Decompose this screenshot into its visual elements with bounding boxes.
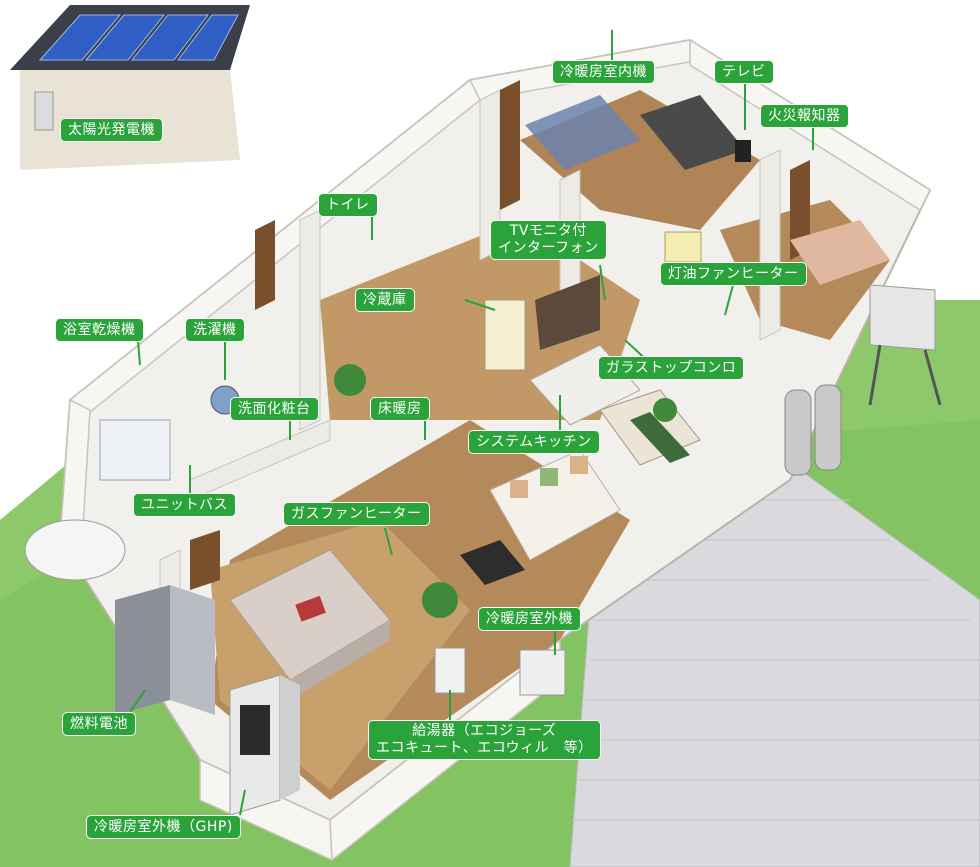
label-gas-heater: ガスファンヒーター: [283, 502, 430, 526]
label-ac-outdoor-ghp: 冷暖房室外機（GHP): [86, 815, 241, 839]
label-floor-heating: 床暖房: [370, 397, 430, 421]
label-tv-intercom-line2: インターフォン: [498, 240, 599, 256]
fuel-cell-unit: [115, 585, 215, 715]
kerosene-tank: [868, 284, 942, 406]
solar-roof-inset: [10, 5, 250, 170]
sofa: [489, 449, 621, 561]
label-washer: 洗濯機: [185, 318, 245, 342]
label-tv: テレビ: [714, 60, 774, 84]
bed: [229, 549, 391, 700]
rug: [525, 95, 640, 170]
water-heater-unit: [434, 647, 466, 694]
leader-lines: [129, 30, 814, 816]
gas-cylinders: [784, 384, 842, 476]
ac-outdoor-unit: [519, 649, 566, 696]
label-kerosene-heater: 灯油ファンヒーター: [660, 262, 807, 286]
label-tv-intercom-line1: TVモニタ付: [509, 223, 587, 239]
label-fire-alarm: 火災報知器: [760, 104, 849, 128]
bathtub: [99, 419, 171, 481]
coffee-table: [460, 540, 525, 585]
label-toilet: トイレ: [318, 193, 378, 217]
label-ac-outdoor: 冷暖房室外機: [478, 607, 581, 631]
label-bath-dryer: 浴室乾燥機: [55, 318, 144, 342]
label-water-heater-line1: 給湯器（エコジョーズ: [412, 723, 557, 739]
label-water-heater: 給湯器（エコジョーズ エコキュート、エコウィル 等）: [368, 720, 601, 760]
oil-tank: [24, 519, 126, 581]
label-system-kitchen: システムキッチン: [468, 430, 600, 454]
label-glass-stove: ガラストップコンロ: [598, 356, 745, 380]
label-water-heater-line2: エコキュート、エコウィル 等）: [376, 740, 593, 756]
label-unit-bath: ユニットバス: [133, 493, 236, 517]
ghp-unit: [229, 674, 300, 816]
label-vanity: 洗面化粧台: [230, 397, 319, 421]
label-ac-indoor: 冷暖房室内機: [552, 60, 655, 84]
label-solar: 太陽光発電機: [60, 118, 163, 142]
fridge-body: [484, 299, 526, 371]
label-fridge: 冷蔵庫: [355, 288, 415, 312]
study-desk: [640, 95, 751, 170]
label-tv-intercom: TVモニタ付 インターフォン: [490, 220, 607, 260]
label-fuel-cell: 燃料電池: [62, 712, 136, 736]
